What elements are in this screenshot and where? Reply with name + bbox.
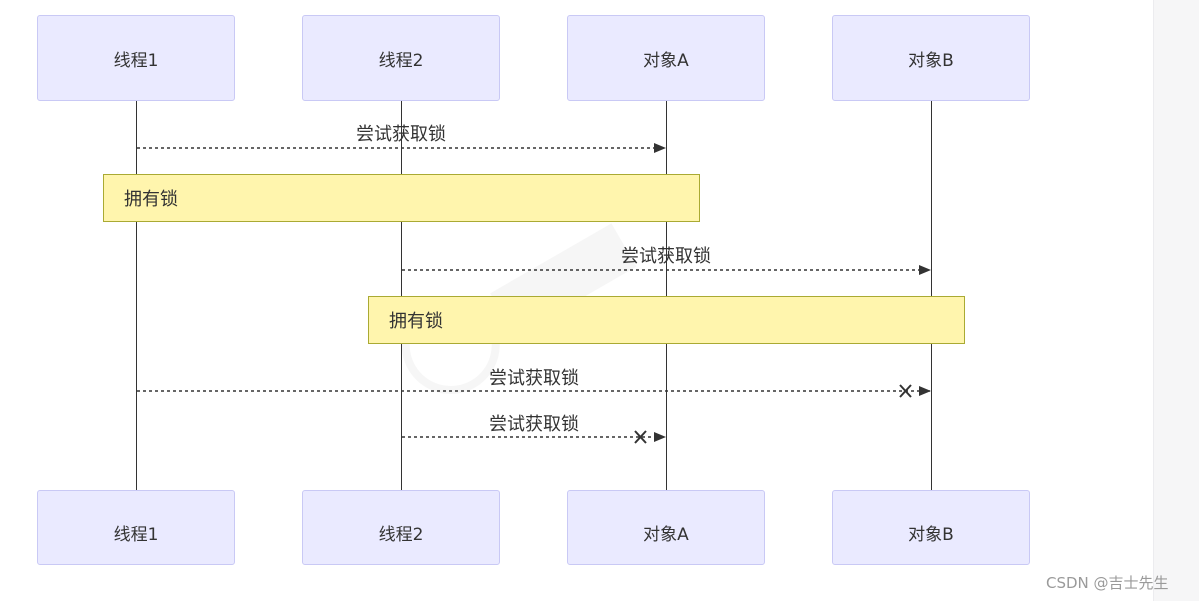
message-arrows xyxy=(137,143,931,444)
message-label-3: 尝试获取锁 xyxy=(489,368,579,389)
message-label-4: 尝试获取锁 xyxy=(489,414,579,435)
actor-object-b-top: 对象B xyxy=(832,15,1030,101)
actor-label: 对象A xyxy=(643,525,689,545)
note-lock-held-1: 拥有锁 xyxy=(103,174,700,222)
actor-label: 线程1 xyxy=(113,50,159,71)
actor-thread1-bottom: 线程1 xyxy=(37,490,235,565)
cross-icon xyxy=(634,430,647,444)
cross-icon xyxy=(899,384,912,398)
actor-object-b-bottom: 对象B xyxy=(832,490,1030,565)
message-label-2: 尝试获取锁 xyxy=(621,246,711,267)
note-text: 拥有锁 xyxy=(389,311,443,332)
scroll-gutter xyxy=(1153,0,1199,601)
actor-label: 对象A xyxy=(643,50,689,71)
message-cross-arrow-4 xyxy=(402,430,666,444)
actor-label: 对象B xyxy=(908,525,954,545)
actor-thread2-bottom: 线程2 xyxy=(302,490,500,565)
actor-thread1-top: 线程1 xyxy=(37,15,235,101)
csdn-watermark: CSDN @吉士先生 xyxy=(1046,574,1169,592)
note-lock-held-2: 拥有锁 xyxy=(368,296,965,344)
actor-object-a-top: 对象A xyxy=(567,15,765,101)
sequence-diagram: 线程1 线程2 对象A 对象B 线程1 线程2 对象A 对象B 拥有锁 拥有锁 … xyxy=(37,15,1030,565)
message-cross-arrow-3 xyxy=(137,384,931,398)
actor-thread2-top: 线程2 xyxy=(302,15,500,101)
note-text: 拥有锁 xyxy=(124,189,178,210)
actor-label: 线程2 xyxy=(378,50,424,71)
actor-label: 线程1 xyxy=(113,525,159,545)
lifeline-thread1 xyxy=(136,101,137,491)
actor-label: 对象B xyxy=(908,50,954,71)
actor-object-a-bottom: 对象A xyxy=(567,490,765,565)
actor-label: 线程2 xyxy=(378,525,424,545)
message-label-1: 尝试获取锁 xyxy=(356,124,446,145)
